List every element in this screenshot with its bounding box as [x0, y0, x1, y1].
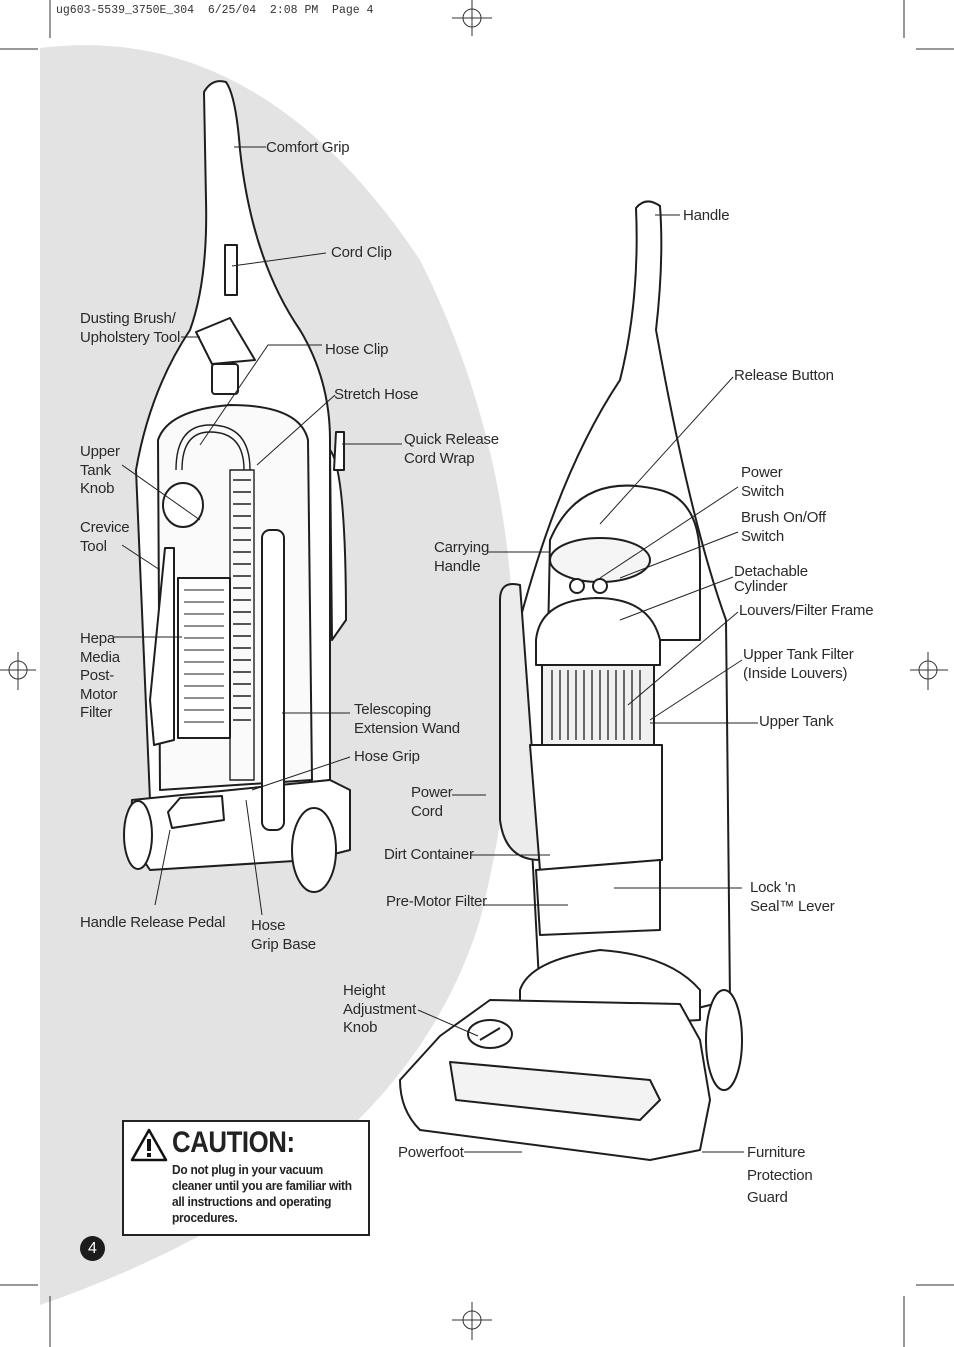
warning-triangle-icon — [130, 1128, 168, 1162]
caution-box: CAUTION: Do not plug in your vacuum clea… — [122, 1120, 370, 1236]
label-furniture-protection-guard: Furniture Protection Guard — [747, 1144, 813, 1206]
label-upper-tank-knob: Upper Tank Knob — [80, 443, 120, 497]
label-dirt-container: Dirt Container — [384, 846, 474, 863]
label-quick-release-cord-wrap: Quick Release Cord Wrap — [404, 431, 499, 467]
label-detachable-cylinder: Detachable Cylinder — [734, 563, 808, 595]
caution-text: Do not plug in your vacuum cleaner until… — [172, 1162, 352, 1225]
label-crevice-tool: Crevice Tool — [80, 519, 130, 555]
label-louvers-filter-frame: Louvers/Filter Frame — [739, 602, 874, 619]
label-handle: Handle — [683, 207, 730, 224]
caution-title: CAUTION: — [172, 1126, 295, 1159]
label-power-cord: Power Cord — [411, 784, 453, 820]
label-power-switch: Power Switch — [741, 464, 784, 500]
label-hepa-filter: Hepa Media Post- Motor Filter — [80, 630, 120, 721]
leader-lines — [114, 146, 758, 1153]
label-hose-grip: Hose Grip — [354, 748, 420, 765]
label-hose-clip: Hose Clip — [325, 341, 389, 358]
label-carrying-handle: Carrying Handle — [434, 539, 490, 575]
label-comfort-grip: Comfort Grip — [266, 139, 350, 156]
label-brush-switch: Brush On/Off Switch — [741, 509, 826, 545]
label-release-button: Release Button — [734, 367, 834, 384]
label-upper-tank: Upper Tank — [759, 713, 834, 730]
label-dusting-brush: Dusting Brush/ Upholstery Tool — [80, 310, 181, 346]
front-vacuum-drawing — [399, 200, 743, 1161]
label-hose-grip-base: Hose Grip Base — [251, 917, 316, 953]
label-cord-clip: Cord Clip — [331, 244, 392, 261]
label-upper-tank-filter: Upper Tank Filter (Inside Louvers) — [743, 646, 854, 682]
label-lock-seal-lever: Lock 'n Seal™ Lever — [750, 879, 835, 915]
print-header: ug603-5539_3750E_304 6/25/04 2:08 PM Pag… — [56, 4, 374, 17]
page-number: 4 — [80, 1236, 105, 1261]
label-stretch-hose: Stretch Hose — [334, 386, 419, 403]
rear-vacuum-drawing — [123, 80, 351, 893]
label-handle-release-pedal: Handle Release Pedal — [80, 914, 226, 931]
label-pre-motor-filter: Pre-Motor Filter — [386, 893, 487, 910]
label-height-adjustment-knob: Height Adjustment Knob — [343, 982, 417, 1036]
label-telescoping-wand: Telescoping Extension Wand — [354, 701, 460, 737]
label-powerfoot: Powerfoot — [398, 1144, 464, 1161]
